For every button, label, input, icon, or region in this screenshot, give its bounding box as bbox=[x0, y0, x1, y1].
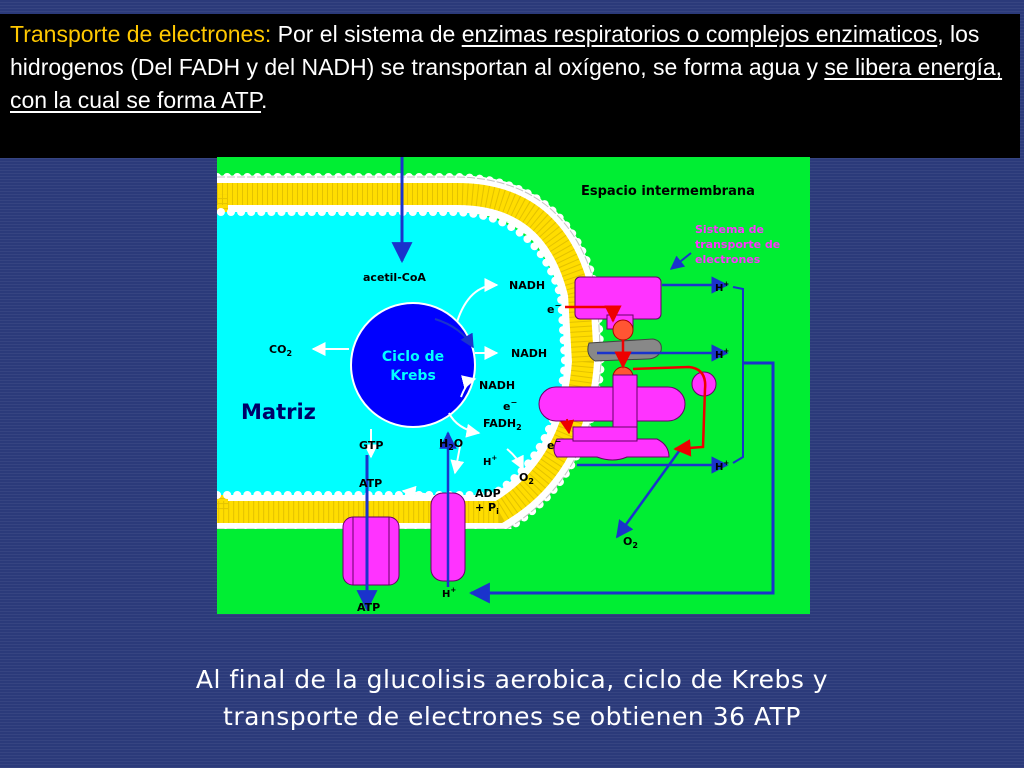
nadh-label-3: NADH bbox=[479, 379, 515, 392]
co2-label: CO2 bbox=[269, 343, 292, 358]
adp-label: ADP bbox=[475, 487, 501, 500]
intro-text-part-1: Por el sistema de bbox=[271, 21, 462, 47]
nadh-label-1: NADH bbox=[509, 279, 545, 292]
intro-text-part-3: . bbox=[261, 87, 268, 113]
summary-text: Al final de la glucolisis aerobica, cicl… bbox=[0, 661, 1024, 735]
nadh-label-2: NADH bbox=[511, 347, 547, 360]
oxygen-arrow bbox=[615, 446, 684, 539]
krebs-cycle bbox=[350, 302, 476, 428]
krebs-label-1: Ciclo de bbox=[382, 349, 444, 365]
intermembrane-space-label: Espacio intermembrana bbox=[581, 184, 755, 199]
h2o-arrow bbox=[450, 440, 465, 475]
electron-label-1: e− bbox=[547, 301, 561, 316]
fadh-arrow bbox=[448, 412, 481, 438]
atp-synthase-large bbox=[342, 516, 400, 586]
krebs-label-2: Krebs bbox=[390, 368, 436, 384]
proton-label-2: H+ bbox=[715, 347, 729, 361]
matrix-label: Matriz bbox=[241, 400, 316, 424]
nadh-arrow-1 bbox=[456, 278, 499, 323]
proton-label-1: H+ bbox=[715, 280, 729, 294]
gtp-label: GTP bbox=[359, 439, 383, 452]
electron-label-3: e− bbox=[547, 437, 561, 452]
proton-label-3: H+ bbox=[715, 459, 729, 473]
atp-label-1: ATP bbox=[359, 477, 382, 490]
pi-label: + Pi bbox=[475, 501, 499, 516]
proton-return-arrow bbox=[468, 361, 775, 604]
proton-label-matrix: H+ bbox=[483, 454, 497, 468]
electron-arrow-4 bbox=[560, 418, 575, 435]
coenzyme-q bbox=[587, 338, 662, 362]
electron-arrow-3 bbox=[632, 365, 707, 457]
system-label-3: electrones bbox=[695, 253, 761, 266]
diagram-svg: Ciclo de Krebs bbox=[217, 157, 810, 614]
intro-underlined-energy: se libera energía, con la cual se forma … bbox=[10, 54, 1003, 113]
adp-arrow bbox=[401, 485, 432, 500]
o2-arrow bbox=[506, 448, 524, 471]
intro-text-part-2: , los hidrogenos (Del FADH y del NADH) s… bbox=[10, 21, 980, 80]
cycle-arrow bbox=[434, 318, 474, 349]
mitochondria-diagram: Ciclo de Krebs bbox=[217, 157, 810, 614]
acetyl-coa-label: acetil-CoA bbox=[363, 271, 426, 284]
complex-iii bbox=[538, 374, 686, 436]
system-label-1: Sistema de bbox=[695, 223, 764, 236]
intro-text: Transporte de electrones: Por el sistema… bbox=[0, 14, 1020, 117]
fadh2-label: FADH2 bbox=[483, 417, 522, 432]
system-label-2: transporte de bbox=[695, 238, 780, 251]
intro-box: Transporte de electrones: Por el sistema… bbox=[0, 14, 1020, 158]
proton-bracket bbox=[732, 286, 744, 464]
summary-line-1: Al final de la glucolisis aerobica, cicl… bbox=[195, 665, 829, 694]
o2-label-1: O2 bbox=[519, 471, 534, 486]
summary-line-2: transporte de electrones se obtienen 36 … bbox=[223, 702, 801, 731]
electron-arrow-1 bbox=[565, 305, 622, 323]
atp-label-2: ATP bbox=[357, 601, 380, 614]
carrier-1 bbox=[612, 319, 634, 341]
nadh-arrow-3 bbox=[460, 375, 477, 398]
intro-heading: Transporte de electrones: bbox=[10, 21, 272, 47]
system-pointer bbox=[669, 252, 692, 270]
o2-label-2: O2 bbox=[623, 535, 638, 550]
h2o-label: H2O bbox=[439, 437, 463, 452]
complex-iv bbox=[553, 426, 670, 461]
electron-label-2: e− bbox=[503, 398, 517, 413]
proton-label-bottom: H+ bbox=[442, 586, 456, 600]
intro-underlined-enzymes: enzimas respiratorios o complejos enzima… bbox=[461, 21, 938, 47]
